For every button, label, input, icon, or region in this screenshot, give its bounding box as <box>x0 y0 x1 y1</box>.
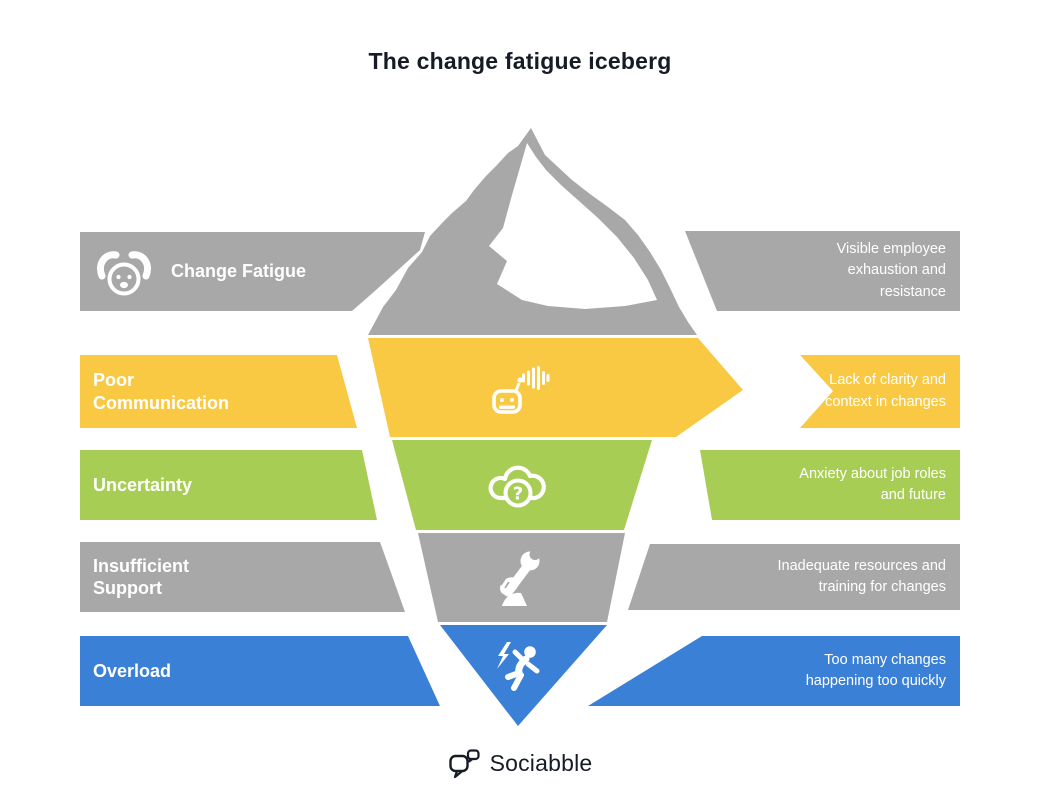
band-right-uncertainty: Anxiety about job roles and future <box>700 450 960 520</box>
band-left-insufficient-support: Insufficient Support <box>80 542 405 612</box>
band-description: Lack of clarity and context in changes <box>825 372 946 410</box>
band-right-overload: Too many changes happening too quickly <box>588 636 960 706</box>
band-right-change-fatigue: Visible employee exhaustion and resistan… <box>685 231 960 311</box>
announcement-audio-icon <box>486 362 550 418</box>
iceberg-peak-facet <box>489 143 657 309</box>
band-right-insufficient-support: Inadequate resources and training for ch… <box>628 544 960 610</box>
band-label: Overload <box>93 660 172 681</box>
cloud-question-icon: ? <box>486 460 550 512</box>
page-title: The change fatigue iceberg <box>368 48 672 74</box>
band-description: Visible employee exhaustion and resistan… <box>836 241 946 300</box>
band-label: Poor Communication <box>93 370 230 413</box>
band-description: Too many changes happening too quickly <box>805 651 946 689</box>
band-left-uncertainty: Uncertainty <box>80 450 377 520</box>
band-label: Uncertainty <box>93 474 193 495</box>
band-left-overload: Overload <box>80 636 440 706</box>
brand-logo: Sociabble <box>0 748 1040 779</box>
hand-wrench-icon <box>492 548 544 606</box>
band-label: Change Fatigue <box>171 261 307 282</box>
band-label: Insufficient Support <box>93 555 190 599</box>
brand-name: Sociabble <box>489 750 593 776</box>
falling-person-icon <box>490 638 546 692</box>
band-left-poor-communication: Poor Communication <box>80 355 357 428</box>
stressed-face-icon <box>93 245 155 299</box>
iceberg-section-poor-communication <box>368 338 743 437</box>
band-description: Inadequate resources and training for ch… <box>777 557 947 595</box>
band-left-change-fatigue: Change Fatigue <box>80 232 425 311</box>
band-description: Anxiety about job roles and future <box>799 465 946 503</box>
svg-text:?: ? <box>513 484 523 505</box>
speech-bubbles-icon <box>448 748 481 779</box>
